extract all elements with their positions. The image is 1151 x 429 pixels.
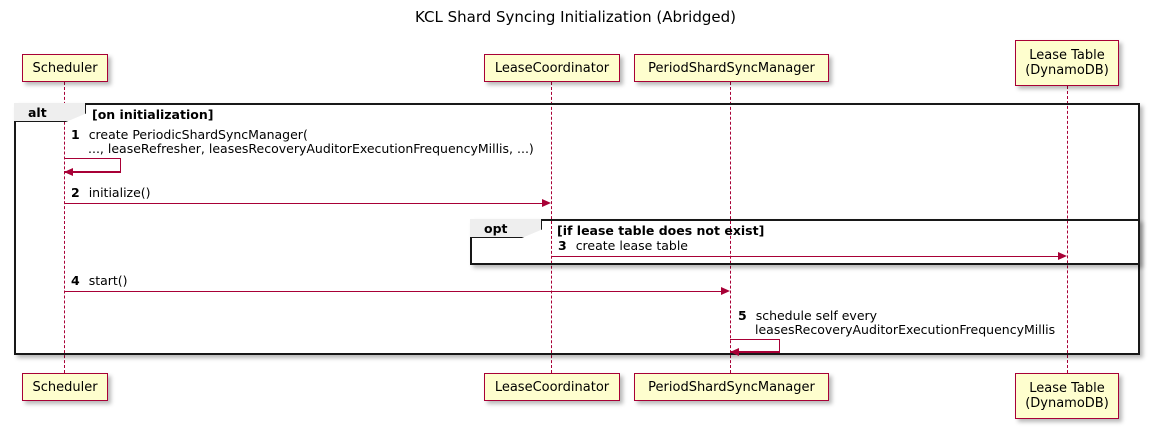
message-1-seq: 1	[71, 127, 80, 142]
participant-scheduler-top-label: Scheduler	[32, 60, 98, 76]
opt-frame-tab: opt	[470, 219, 542, 238]
message-2-arrow-line	[65, 203, 542, 204]
participant-leasetable-top-label-line2: (DynamoDB)	[1025, 63, 1109, 78]
alt-frame-tab-label: alt	[28, 104, 47, 120]
diagram-title: KCL Shard Syncing Initialization (Abridg…	[415, 8, 736, 26]
message-5-label: 5 schedule self every	[738, 309, 877, 323]
opt-frame-condition: [if lease table does not exist]	[557, 223, 765, 238]
participant-periodshardsyncmanager-bottom-label: PeriodShardSyncManager	[648, 379, 815, 395]
message-3-arrow-line	[552, 256, 1058, 257]
lifeline-scheduler	[64, 82, 65, 373]
lifeline-leasetable	[1067, 86, 1068, 373]
opt-frame-tab-label: opt	[484, 220, 508, 236]
alt-frame-tab: alt	[14, 103, 86, 122]
message-5-arrow-head	[730, 348, 739, 356]
message-2-text: initialize()	[88, 185, 151, 200]
participant-leasecoordinator-top-label: LeaseCoordinator	[494, 60, 610, 76]
participant-scheduler-bottom-label: Scheduler	[32, 379, 98, 395]
participant-scheduler-top[interactable]: Scheduler	[22, 54, 108, 82]
message-5-label-line2: leasesRecoveryAuditorExecutionFrequencyM…	[755, 322, 1056, 337]
participant-leasecoordinator-top[interactable]: LeaseCoordinator	[484, 54, 620, 82]
message-5-seq: 5	[738, 308, 747, 323]
message-1-text-line1: create PeriodicShardSyncManager(	[88, 127, 308, 142]
message-2-arrow-head	[542, 199, 551, 207]
message-3-seq: 3	[558, 238, 567, 253]
opt-frame	[470, 219, 1140, 265]
message-4-text: start()	[88, 273, 128, 288]
message-4-seq: 4	[71, 273, 80, 288]
message-1-self-loop	[64, 158, 121, 172]
message-3-arrow-head	[1058, 252, 1067, 260]
participant-periodshardsyncmanager-bottom[interactable]: PeriodShardSyncManager	[634, 373, 829, 401]
participant-periodshardsyncmanager-top-label: PeriodShardSyncManager	[648, 60, 815, 76]
message-3-label: 3 create lease table	[558, 239, 688, 253]
message-5-text-line1: schedule self every	[755, 308, 878, 323]
message-2-seq: 2	[71, 185, 80, 200]
participant-leasecoordinator-bottom-label: LeaseCoordinator	[494, 379, 610, 395]
message-1-arrow-head	[64, 168, 73, 176]
participant-leasetable-bottom-label-line1: Lease Table	[1029, 381, 1105, 396]
participant-scheduler-bottom[interactable]: Scheduler	[22, 373, 108, 401]
message-4-label: 4 start()	[71, 274, 128, 288]
participant-periodshardsyncmanager-top[interactable]: PeriodShardSyncManager	[634, 54, 829, 82]
participant-leasetable-top-label-line1: Lease Table	[1029, 48, 1105, 63]
message-4-arrow-head	[721, 287, 730, 295]
participant-leasetable-bottom[interactable]: Lease Table (DynamoDB)	[1015, 373, 1119, 419]
message-1-label-line2: ..., leaseRefresher, leasesRecoveryAudit…	[88, 141, 534, 156]
message-1-arrow-line	[64, 172, 121, 173]
participant-leasetable-top[interactable]: Lease Table (DynamoDB)	[1015, 40, 1119, 86]
message-4-arrow-line	[65, 291, 721, 292]
participant-leasetable-bottom-label-line2: (DynamoDB)	[1025, 396, 1109, 411]
lifeline-periodshardsyncmanager	[730, 82, 731, 373]
message-5-self-loop	[730, 339, 780, 352]
alt-frame-condition: [on initialization]	[92, 107, 214, 122]
message-5-arrow-line	[730, 352, 780, 353]
message-3-text: create lease table	[575, 238, 688, 253]
participant-leasecoordinator-bottom[interactable]: LeaseCoordinator	[484, 373, 620, 401]
message-1-label: 1 create PeriodicShardSyncManager(	[71, 128, 308, 142]
lifeline-leasecoordinator	[551, 82, 552, 373]
message-2-label: 2 initialize()	[71, 186, 151, 200]
